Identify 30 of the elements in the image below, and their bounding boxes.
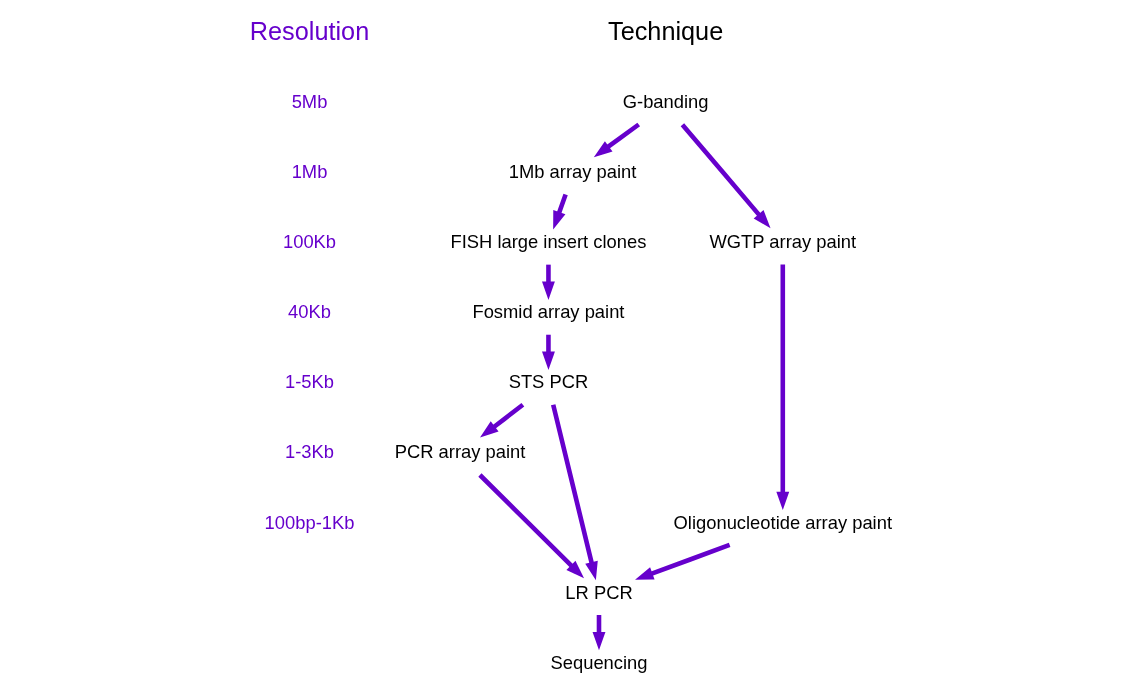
arrow: [550, 404, 598, 581]
arrow: [541, 264, 555, 300]
label: 100Kb: [282, 231, 336, 253]
node-text: Oligonucleotide array paint: [673, 511, 892, 533]
arrow: [680, 123, 770, 229]
node-text: PCR array paint: [394, 441, 525, 463]
node-text: STS PCR: [508, 371, 588, 393]
arrow: [592, 615, 605, 651]
label: 1-3Kb: [284, 441, 334, 463]
arrow: [775, 264, 789, 511]
label: 40Kb: [287, 301, 331, 323]
label: Resolution: [249, 17, 369, 46]
node-text: G-banding: [622, 91, 708, 113]
node-text: Sequencing: [550, 651, 647, 673]
arrow: [541, 334, 555, 371]
label: 1-5Kb: [284, 371, 334, 393]
arrow: [479, 402, 524, 438]
label: 1Mb: [291, 161, 327, 183]
node-text: LR PCR: [564, 581, 633, 603]
arrow: [634, 542, 730, 580]
arrow: [552, 193, 568, 230]
arrow: [477, 473, 584, 579]
node-text: FISH large insert clones: [449, 231, 646, 253]
arrow: [593, 122, 640, 158]
label: Technique: [607, 17, 723, 46]
node-text: 1Mb array paint: [508, 161, 636, 183]
label: 100bp-1Kb: [264, 511, 354, 533]
label: 5Mb: [291, 91, 327, 113]
node-text: WGTP array paint: [708, 231, 856, 253]
node-text: Fosmid array paint: [471, 301, 624, 323]
